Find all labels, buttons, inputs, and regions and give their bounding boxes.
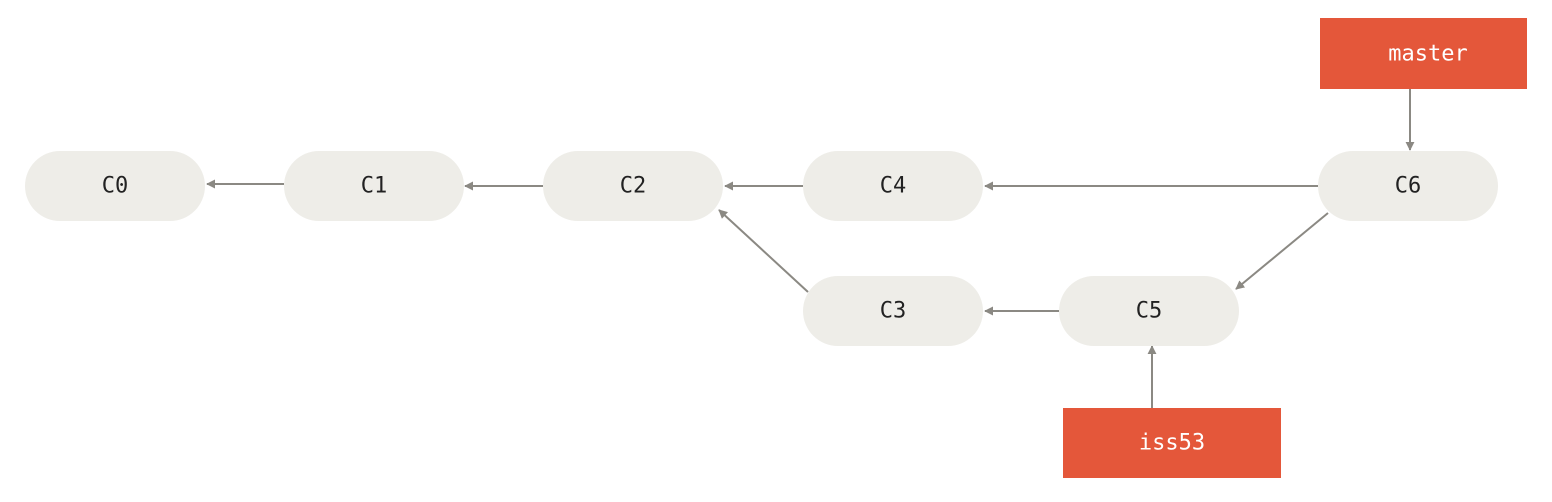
commit-c1: C1 xyxy=(284,151,464,221)
branch-iss53: iss53 xyxy=(1063,408,1281,478)
commit-label: C5 xyxy=(1136,299,1163,324)
branch-pointers: master iss53 xyxy=(1063,18,1527,478)
arrow-c3-to-c2 xyxy=(718,209,809,293)
commit-c0: C0 xyxy=(25,151,205,221)
parent-links xyxy=(206,89,1415,408)
arrow-c6-to-c5 xyxy=(1235,212,1329,290)
branch-label: master xyxy=(1388,42,1467,67)
commit-c2: C2 xyxy=(543,151,723,221)
commit-label: C3 xyxy=(880,299,907,324)
commit-label: C2 xyxy=(620,174,647,199)
commit-label: C4 xyxy=(880,174,907,199)
branch-master: master xyxy=(1320,18,1527,89)
commit-nodes: C0 C1 C2 C4 C6 C3 C5 xyxy=(25,151,1498,346)
commit-c4: C4 xyxy=(803,151,983,221)
commit-c6: C6 xyxy=(1318,151,1498,221)
branch-label: iss53 xyxy=(1139,431,1205,456)
commit-label: C6 xyxy=(1395,174,1422,199)
commit-label: C1 xyxy=(361,174,388,199)
commit-c3: C3 xyxy=(803,276,983,346)
commit-label: C0 xyxy=(102,174,129,199)
commit-c5: C5 xyxy=(1059,276,1239,346)
